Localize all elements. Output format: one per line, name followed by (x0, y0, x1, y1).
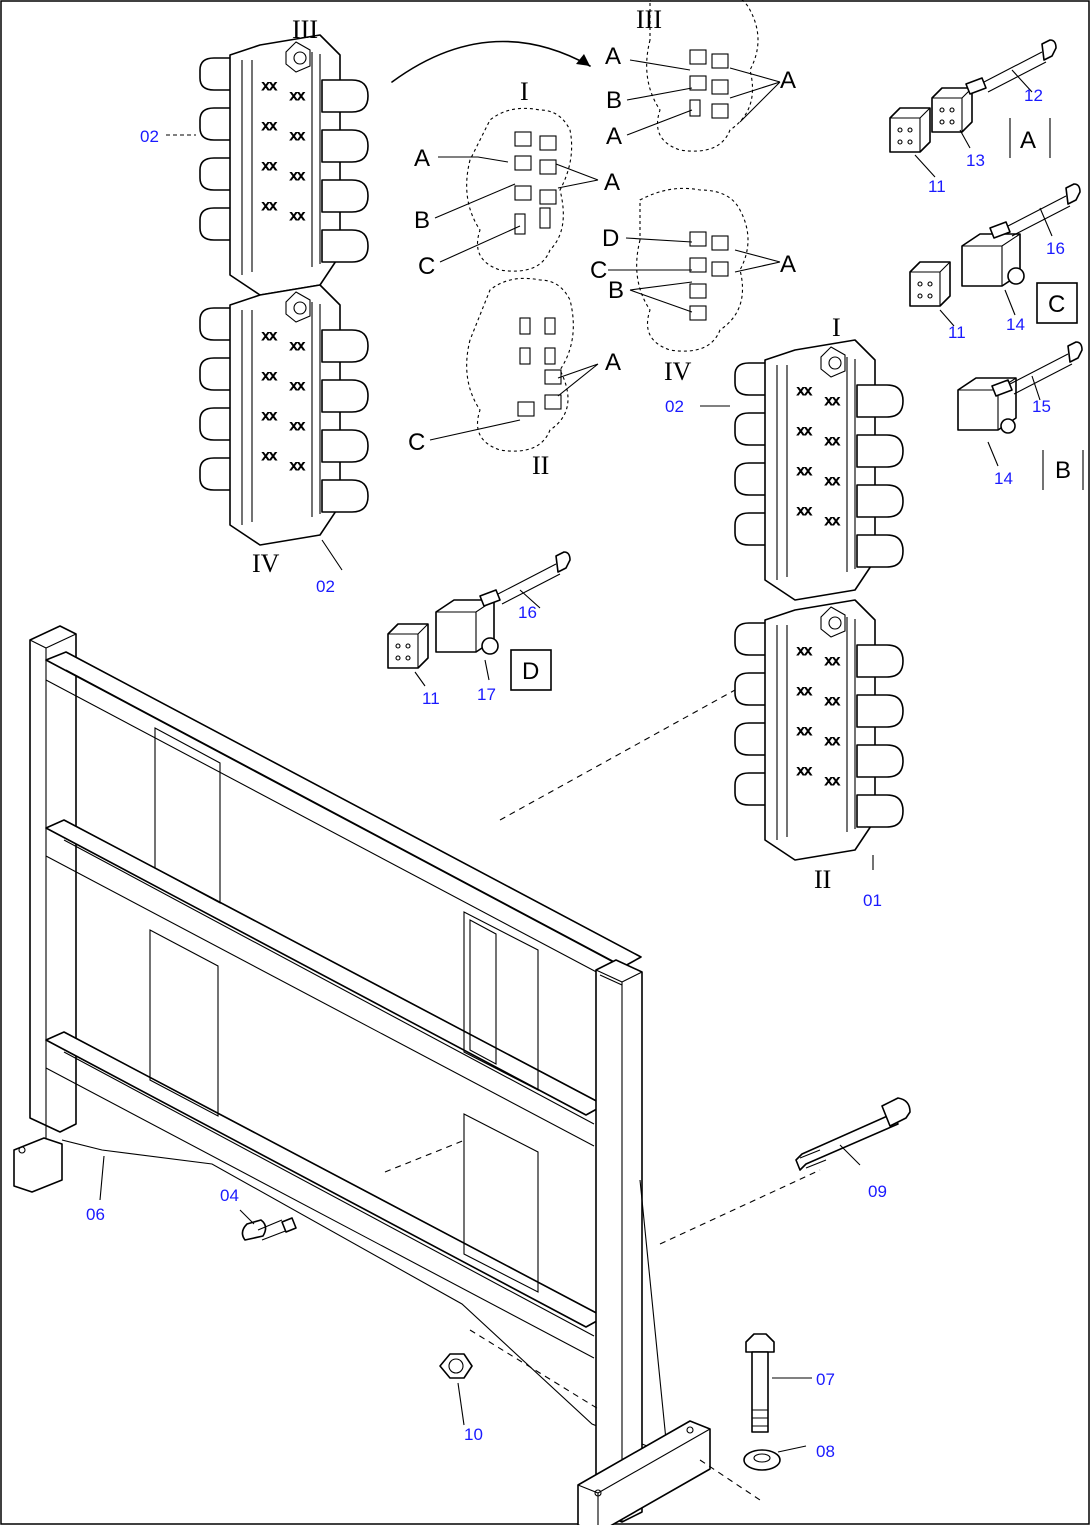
port-c-2: C (590, 257, 607, 284)
svg-text:C: C (1048, 291, 1065, 318)
part-06: 06 (86, 1205, 105, 1224)
part-02-b: 02 (316, 577, 335, 596)
svg-text:D: D (522, 658, 539, 685)
rotation-arrowhead (576, 54, 590, 66)
valve-block-iii (199, 34, 369, 296)
bolt-09 (795, 1097, 911, 1171)
label-iii-detail: III (636, 5, 662, 34)
label-i-block: I (832, 313, 841, 342)
port-a-5: A (606, 123, 622, 150)
port-a-7: A (605, 349, 621, 376)
port-c-3: C (408, 429, 425, 456)
valve-block-ii (734, 599, 904, 861)
rotation-arrow (391, 40, 591, 83)
part-16-b: 16 (518, 603, 537, 622)
label-iv-block: IV (252, 549, 280, 578)
detail-tag-a: A (1009, 118, 1051, 158)
detail-view-iv (636, 187, 749, 352)
port-a-4: A (780, 67, 796, 94)
bolt-04 (241, 1217, 297, 1241)
detail-b-parts (957, 341, 1083, 467)
alignment-lines (384, 689, 821, 1501)
detail-view-i (466, 107, 573, 272)
part-13: 13 (966, 151, 985, 170)
part-02-a: 02 (140, 127, 159, 146)
valve-block-iv (199, 284, 369, 546)
part-16-a: 16 (1046, 239, 1065, 258)
port-c-1: C (418, 253, 435, 280)
part-01: 01 (863, 891, 882, 910)
part-09: 09 (868, 1182, 887, 1201)
label-ii-block: II (814, 865, 831, 894)
label-iii-top: III (292, 15, 318, 44)
valve-block-i (734, 339, 904, 601)
support-frame (13, 625, 711, 1525)
port-d-1: D (602, 225, 619, 252)
label-ii-detail: II (532, 451, 549, 480)
detail-view-iii (646, 0, 759, 152)
svg-text:A: A (1020, 127, 1036, 154)
bolt-07 (745, 1333, 775, 1433)
block-leaders (166, 134, 874, 870)
label-iv-detail: IV (664, 357, 692, 386)
part-02-c: 02 (665, 397, 684, 416)
svg-text:B: B (1055, 457, 1071, 484)
port-b-1: B (414, 207, 430, 234)
label-i-detail: I (520, 77, 529, 106)
detail-tag-c: C (1036, 282, 1078, 324)
nut-10 (439, 1353, 473, 1379)
port-b-2: B (606, 87, 622, 114)
detail-c-parts (909, 183, 1081, 327)
port-a-3: A (605, 43, 621, 70)
part-10: 10 (464, 1425, 483, 1444)
port-a-6: A (780, 251, 796, 278)
detail-a-parts (889, 39, 1057, 178)
washer-08 (743, 1449, 781, 1471)
detail-tag-d: D (510, 649, 552, 691)
port-b-3: B (608, 277, 624, 304)
part-11-b: 11 (948, 323, 966, 342)
part-14-b: 14 (994, 469, 1013, 488)
port-a-1: A (414, 145, 430, 172)
part-08: 08 (816, 1442, 835, 1461)
detail-d-parts (387, 551, 571, 687)
part-12: 12 (1024, 86, 1043, 105)
part-04: 04 (220, 1186, 239, 1205)
part-14-a: 14 (1006, 315, 1025, 334)
part-17: 17 (477, 685, 496, 704)
hardware-leaders (99, 1144, 861, 1453)
port-leaders (429, 59, 781, 441)
part-11-c: 11 (422, 689, 440, 708)
port-a-2: A (604, 169, 620, 196)
part-07: 07 (816, 1370, 835, 1389)
part-11-a: 11 (928, 177, 946, 196)
detail-view-ii (466, 277, 574, 452)
detail-tag-b: B (1042, 450, 1084, 490)
part-15: 15 (1032, 397, 1051, 416)
